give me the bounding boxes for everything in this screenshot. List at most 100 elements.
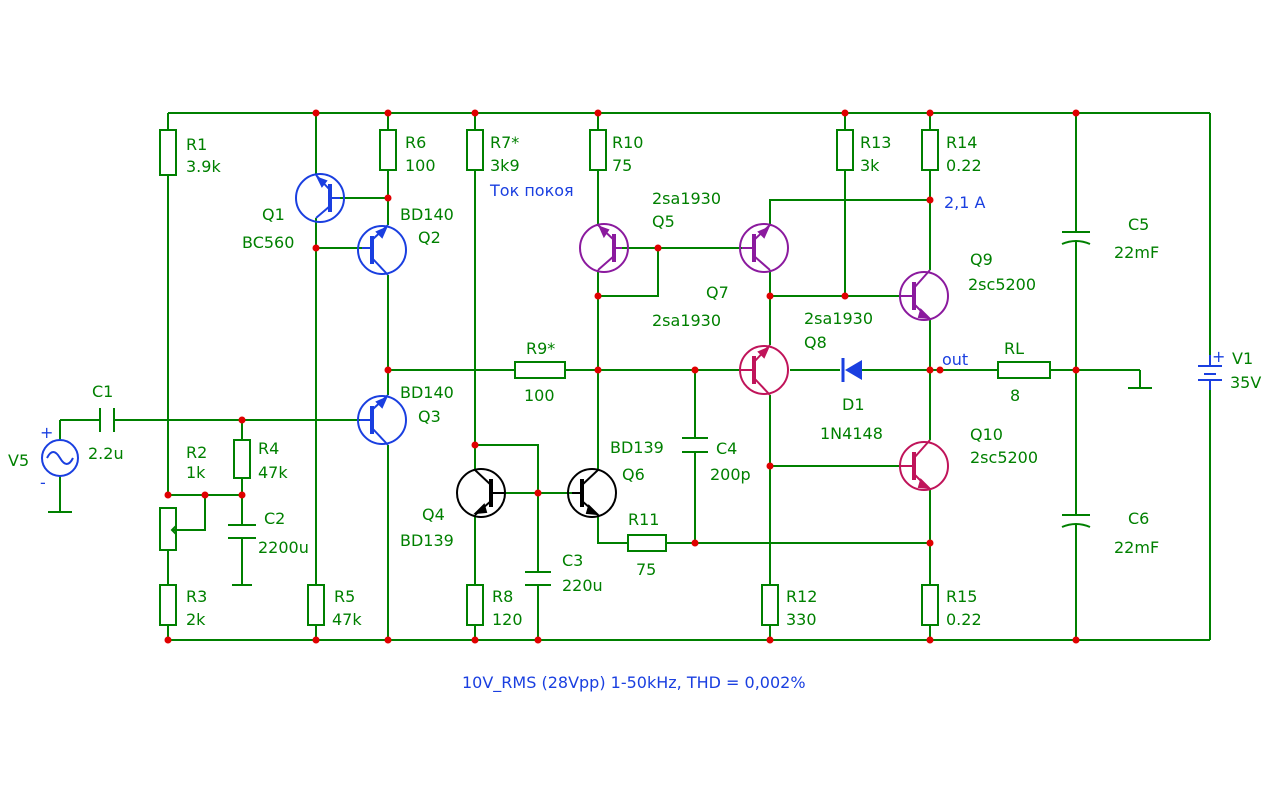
v1-plus: + xyxy=(1212,347,1225,366)
resistor-r14[interactable] xyxy=(921,129,939,171)
capacitor-c2[interactable] xyxy=(228,524,256,539)
diode-d1[interactable] xyxy=(841,358,862,382)
caption: 10V_RMS (28Vpp) 1-50kHz, THD = 0,002% xyxy=(462,673,806,693)
v5-name: V5 xyxy=(8,451,29,470)
r14-name: R14 xyxy=(946,133,977,152)
r13-name: R13 xyxy=(860,133,891,152)
q4-name: Q4 xyxy=(422,505,445,524)
resistor-r7[interactable] xyxy=(466,129,484,171)
transistor-q8[interactable] xyxy=(739,344,789,396)
resistor-r1[interactable] xyxy=(159,129,177,176)
c5-value: 22mF xyxy=(1114,243,1159,262)
capacitor-c4[interactable] xyxy=(682,437,708,453)
resistor-r9[interactable] xyxy=(514,361,566,379)
r6-name: R6 xyxy=(405,133,426,152)
source-v5[interactable]: + - xyxy=(40,423,79,492)
c5-name: C5 xyxy=(1128,215,1149,234)
transistor-q5[interactable] xyxy=(579,223,629,273)
source-v1[interactable] xyxy=(1198,355,1222,390)
q2-model: BD140 xyxy=(400,205,454,224)
r5-name: R5 xyxy=(334,587,355,606)
r7-note: Ток покоя xyxy=(489,181,574,200)
q9-model: 2sc5200 xyxy=(968,275,1036,294)
transistor-q10[interactable] xyxy=(899,439,949,491)
r14-value: 0.22 xyxy=(946,156,982,175)
r5-value: 47k xyxy=(332,610,362,629)
transistor-q3[interactable] xyxy=(357,394,407,446)
resistor-r8[interactable] xyxy=(466,584,484,626)
resistor-r12[interactable] xyxy=(761,584,779,626)
resistor-r10[interactable] xyxy=(589,129,607,171)
r15-value: 0.22 xyxy=(946,610,982,629)
r3-name: R3 xyxy=(186,587,207,606)
v1-name: V1 xyxy=(1232,349,1253,368)
c2-value: 2200u xyxy=(258,538,309,557)
transistor-q9[interactable] xyxy=(899,269,949,321)
capacitor-c3[interactable] xyxy=(525,571,551,586)
transistor-q2[interactable] xyxy=(357,224,407,276)
q10-model: 2sc5200 xyxy=(970,448,1038,467)
q7-model: 2sa1930 xyxy=(652,311,721,330)
c3-name: C3 xyxy=(562,551,583,570)
q5-name: Q5 xyxy=(652,212,675,231)
q6-name: Q6 xyxy=(622,465,645,484)
q3-name: Q3 xyxy=(418,407,441,426)
junction-dots xyxy=(164,109,1080,644)
resistor-r13[interactable] xyxy=(836,129,854,171)
resistor-r15[interactable] xyxy=(921,584,939,626)
resistor-rl[interactable] xyxy=(997,361,1051,379)
r3-value: 2k xyxy=(186,610,206,629)
c6-name: C6 xyxy=(1128,509,1149,528)
transistor-q6[interactable] xyxy=(567,468,617,518)
c4-value: 200p xyxy=(710,465,751,484)
capacitor-c1[interactable] xyxy=(99,408,115,432)
r2-value: 1k xyxy=(186,463,206,482)
q6-model: BD139 xyxy=(610,438,664,457)
r6-value: 100 xyxy=(405,156,436,175)
r10-name: R10 xyxy=(612,133,643,152)
v5-plus: + xyxy=(40,423,53,442)
r1-value: 3.9k xyxy=(186,157,221,176)
v1-value: 35V xyxy=(1230,373,1261,392)
r4-name: R4 xyxy=(258,439,279,458)
r7-name: R7* xyxy=(490,133,519,152)
r10-value: 75 xyxy=(612,156,632,175)
capacitor-c5[interactable] xyxy=(1061,231,1091,245)
resistor-r4[interactable] xyxy=(233,439,251,479)
q3-model: BD140 xyxy=(400,383,454,402)
r12-value: 330 xyxy=(786,610,817,629)
c4-name: C4 xyxy=(716,439,737,458)
r7-value: 3k9 xyxy=(490,156,520,175)
transistor-q1[interactable] xyxy=(295,173,345,223)
resistor-r11[interactable] xyxy=(627,534,667,552)
q9-name: Q9 xyxy=(970,250,993,269)
resistor-r5[interactable] xyxy=(307,584,325,626)
capacitor-c6[interactable] xyxy=(1061,514,1091,528)
c1-name: C1 xyxy=(92,382,113,401)
r9-value: 100 xyxy=(524,386,555,405)
rl-value: 8 xyxy=(1010,386,1020,405)
d1-name: D1 xyxy=(842,395,865,414)
r11-name: R11 xyxy=(628,510,659,529)
r1-name: R1 xyxy=(186,135,207,154)
r4-value: 47k xyxy=(258,463,288,482)
resistor-r3[interactable] xyxy=(159,584,177,626)
transistor-q7[interactable] xyxy=(739,223,789,273)
c1-value: 2.2u xyxy=(88,444,124,463)
r15-name: R15 xyxy=(946,587,977,606)
r11-value: 75 xyxy=(636,560,656,579)
q4-model: BD139 xyxy=(400,531,454,550)
capacitors xyxy=(99,231,1091,586)
d1-model: 1N4148 xyxy=(820,424,883,443)
c2-name: C2 xyxy=(264,509,285,528)
wires xyxy=(48,112,1211,641)
transistor-q4[interactable] xyxy=(456,468,506,518)
q8-name: Q8 xyxy=(804,333,827,352)
q1-name: Q1 xyxy=(262,205,285,224)
labels: R1 3.9k Q1 BC560 R6 100 BD140 Q2 R7* 3k9… xyxy=(8,133,1261,693)
q1-model: BC560 xyxy=(242,233,294,252)
r12-name: R12 xyxy=(786,587,817,606)
q10-name: Q10 xyxy=(970,425,1003,444)
resistor-r6[interactable] xyxy=(379,129,397,171)
